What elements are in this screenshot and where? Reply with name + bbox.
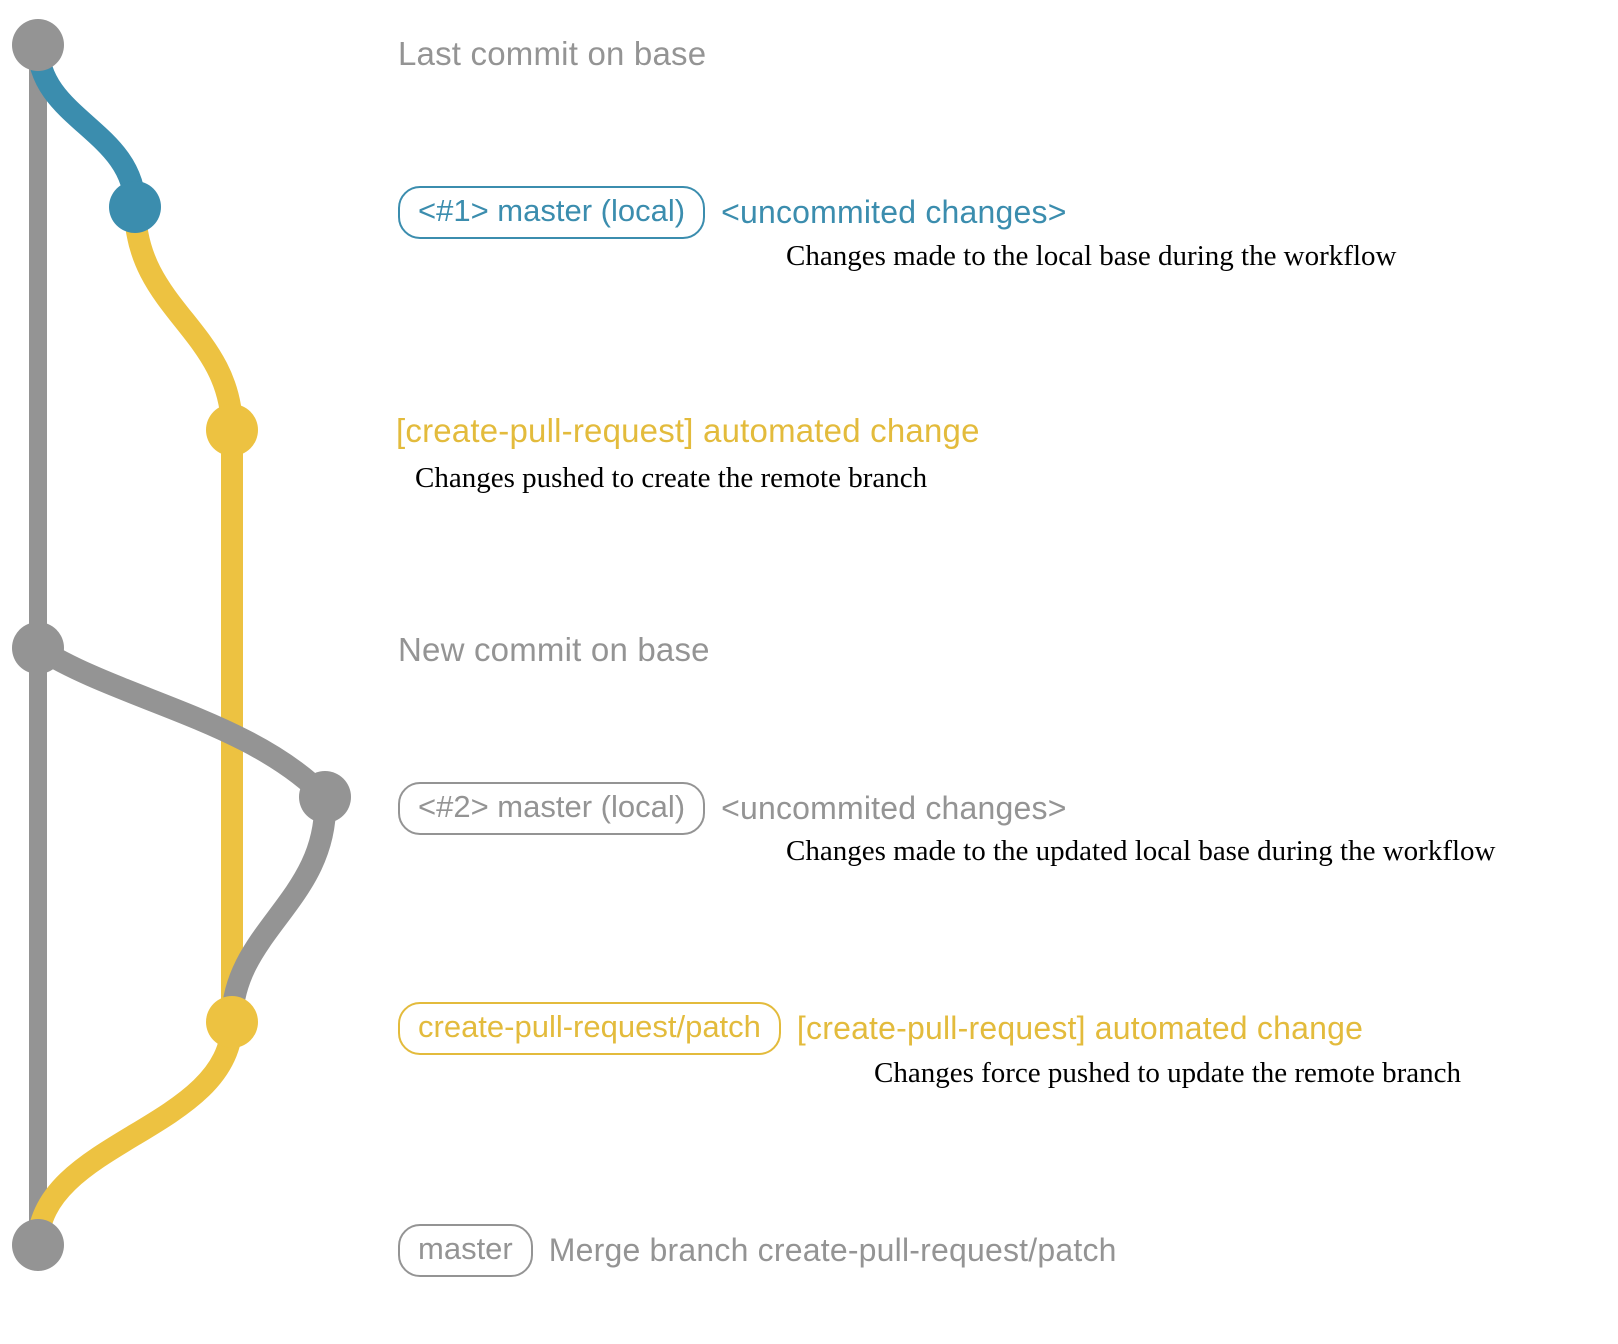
commit-subject-new-commit-on-base: New commit on base: [398, 631, 710, 668]
branch-badge-create-pull-request-patch[interactable]: create-pull-request/patch: [398, 1002, 781, 1055]
commit-subject-master-local-1: <uncommited changes>: [721, 193, 1067, 230]
commit-node-new-commit-on-base[interactable]: [12, 622, 64, 674]
commit-subject-create-pull-request-patch: [create-pull-request] automated change: [796, 1009, 1364, 1046]
row-last-commit-on-base: Last commit on base: [398, 35, 706, 73]
row-automated-change-1: [create-pull-request] automated change: [396, 412, 980, 450]
edge-base2-to-local2: [27, 637, 336, 808]
row-master-merge: master Merge branch create-pull-request/…: [398, 1224, 1117, 1277]
commit-description-automated-change-1: Changes pushed to create the remote bran…: [415, 462, 928, 494]
row-create-pull-request-patch: create-pull-request/patch [create-pull-r…: [398, 1002, 1363, 1055]
commit-subject-automated-change-1: [create-pull-request] automated change: [396, 412, 980, 449]
edge-patch2-to-merge: [27, 1011, 243, 1256]
edge-base-to-local1: [27, 34, 146, 218]
commit-node-master-local-2[interactable]: [299, 771, 351, 823]
branch-badge-master-local-2[interactable]: <#2> master (local): [398, 782, 706, 835]
commit-description-master-local-1: Changes made to the local base during th…: [786, 240, 1397, 272]
commit-subject-master-local-2: <uncommited changes>: [721, 789, 1067, 826]
row-new-commit-on-base: New commit on base: [398, 631, 710, 669]
commit-description-create-pull-request-patch: Changes force pushed to update the remot…: [874, 1057, 1462, 1089]
commit-subject-last-commit-on-base: Last commit on base: [398, 35, 707, 72]
commit-node-last-commit-on-base[interactable]: [12, 19, 64, 71]
commit-description-master-local-2: Changes made to the updated local base d…: [786, 835, 1496, 867]
row-master-local-1: <#1> master (local) <uncommited changes>: [398, 186, 1067, 239]
commit-node-master-merge[interactable]: [12, 1219, 64, 1271]
row-master-local-2: <#2> master (local) <uncommited changes>: [398, 782, 1067, 835]
branch-badge-master-local-1[interactable]: <#1> master (local): [398, 186, 706, 239]
branch-badge-master[interactable]: master: [398, 1224, 533, 1277]
edge-local1-to-patch1: [124, 196, 243, 441]
commit-node-automated-change-1[interactable]: [206, 404, 258, 456]
commit-subject-master-merge: Merge branch create-pull-request/patch: [548, 1231, 1117, 1268]
edge-local2-to-patch2: [221, 786, 337, 1033]
commit-graph-svg: [12, 19, 351, 1271]
commit-node-master-local-1[interactable]: [109, 181, 161, 233]
commit-node-create-pull-request-patch[interactable]: [206, 996, 258, 1048]
